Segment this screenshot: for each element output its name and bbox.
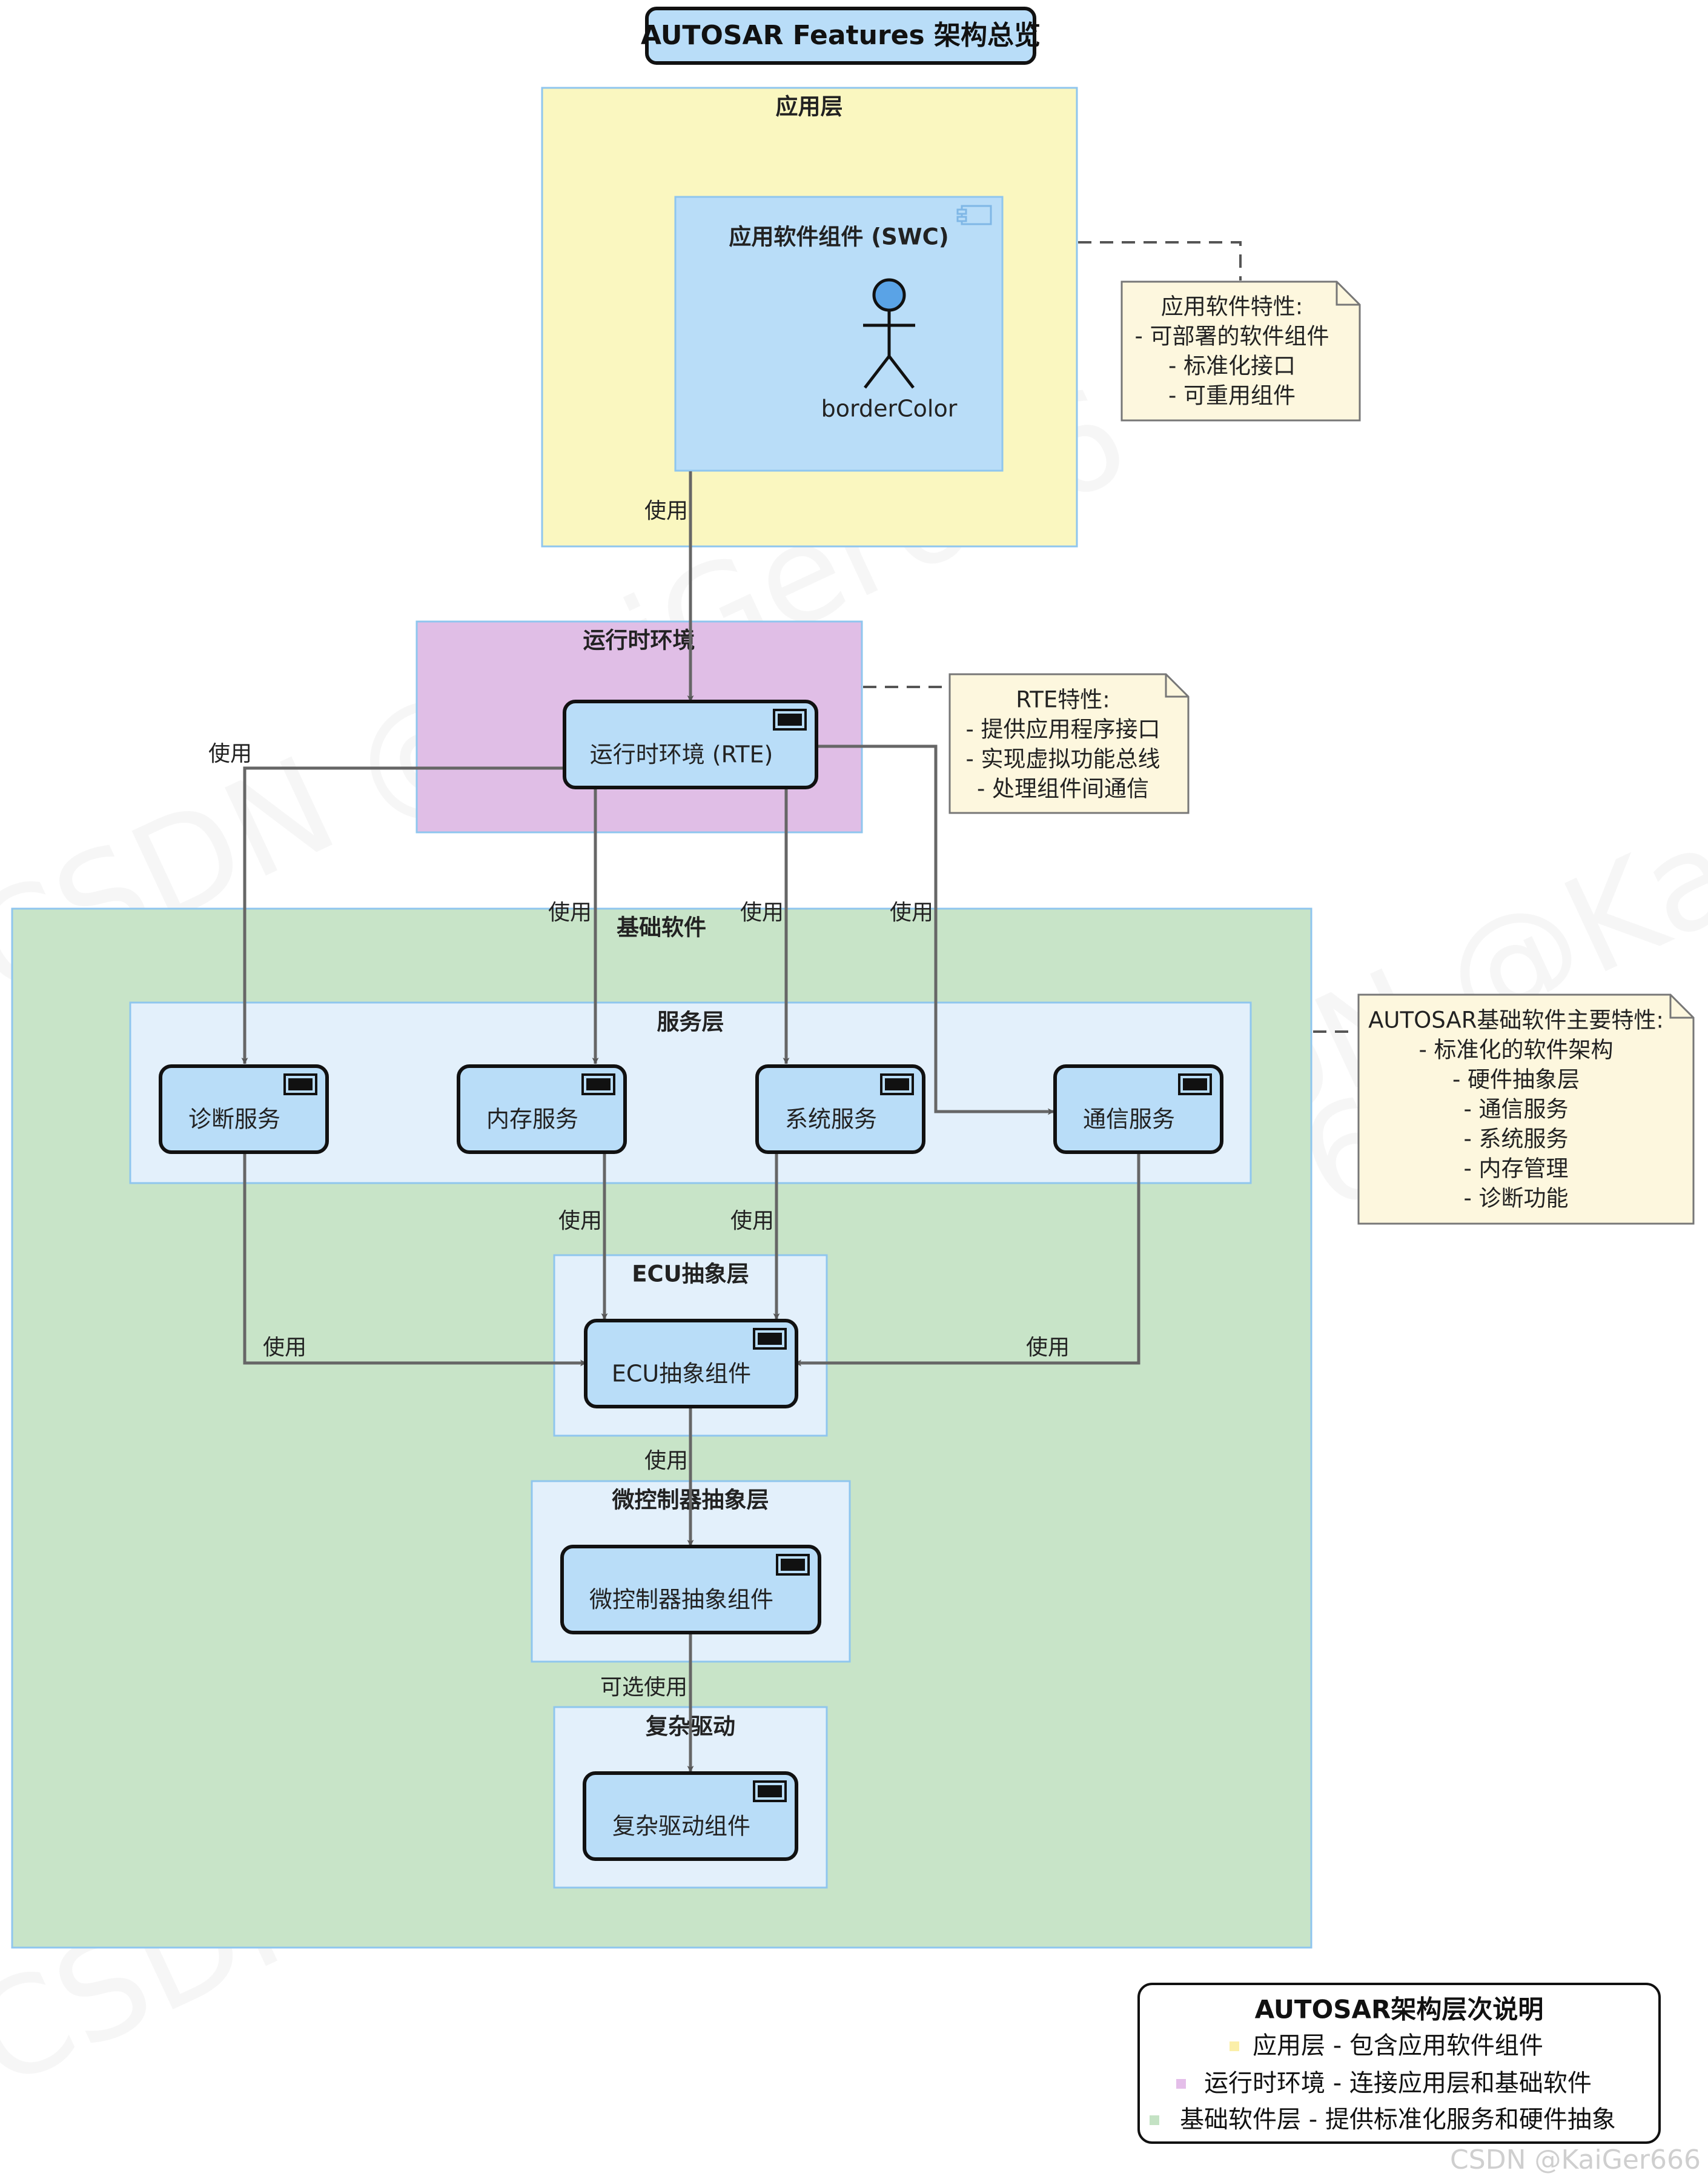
- component-icon: [880, 1073, 914, 1095]
- component-cdd[interactable]: 复杂驱动组件: [583, 1771, 798, 1861]
- actor-icon: [863, 278, 915, 389]
- bsw-label: 基础软件: [617, 915, 706, 941]
- component-icon: [753, 1780, 787, 1802]
- note-bsw-line: - 硬件抽象层: [1452, 1067, 1580, 1093]
- edge-label-swc-rte: 使用: [644, 499, 688, 523]
- component-stereotype-icon: [956, 205, 992, 225]
- component-label: 系统服务: [785, 1106, 877, 1133]
- component-ecu[interactable]: ECU抽象组件: [584, 1319, 798, 1408]
- edge-rte-diag: [241, 766, 595, 1064]
- component-com-service[interactable]: 通信服务: [1053, 1064, 1223, 1154]
- edge-label-com-ecu: 使用: [1026, 1335, 1070, 1360]
- edge-label-sys-ecu: 使用: [730, 1209, 774, 1233]
- legend-item-app: 应用层 - 包含应用软件组件: [1253, 2032, 1543, 2060]
- swc-package: [674, 196, 1004, 472]
- app-layer-label: 应用层: [776, 94, 843, 120]
- ecu-layer-label: ECU抽象层: [632, 1261, 749, 1287]
- component-rte[interactable]: 运行时环境 (RTE): [563, 700, 818, 789]
- note-rte-line: - 实现虚拟功能总线: [965, 746, 1160, 772]
- legend: AUTOSAR架构层次说明 应用层 - 包含应用软件组件 运行时环境 - 连接应…: [1137, 1983, 1661, 2144]
- edge-label-mcu-cdd: 可选使用: [600, 1675, 687, 1700]
- component-label: 通信服务: [1083, 1106, 1175, 1133]
- component-sys-service[interactable]: 系统服务: [755, 1064, 925, 1154]
- legend-item-bsw: 基础软件层 - 提供标准化服务和硬件抽象: [1180, 2106, 1616, 2134]
- diagram-title-text: AUTOSAR Features 架构总览: [641, 20, 1041, 51]
- component-label: 复杂驱动组件: [612, 1813, 750, 1840]
- edges: [241, 471, 1140, 1772]
- note-connectors: [863, 241, 1357, 1033]
- note-swc: 应用软件特性: - 可部署的软件组件 - 标准化接口 - 可重用组件: [1120, 280, 1361, 422]
- component-icon: [753, 1328, 787, 1350]
- legend-swatch-bsw: [1150, 2115, 1159, 2125]
- legend-title: AUTOSAR架构层次说明: [1255, 1995, 1544, 2024]
- actor-label: borderColor: [821, 396, 958, 422]
- diagram-title: AUTOSAR Features 架构总览: [641, 7, 1041, 65]
- component-icon: [283, 1073, 317, 1095]
- rte-layer-label: 运行时环境: [583, 628, 695, 654]
- edge-label-rte-mem: 使用: [548, 900, 592, 925]
- edge-diag-ecu: [243, 1154, 587, 1367]
- component-label: 诊断服务: [188, 1106, 280, 1133]
- note-bsw-line: - 通信服务: [1463, 1096, 1568, 1123]
- component-label: ECU抽象组件: [612, 1361, 751, 1387]
- note-bsw-line: AUTOSAR基础软件主要特性:: [1368, 1007, 1664, 1033]
- csdn-watermark: CSDN @KaiGer666: [1450, 2144, 1701, 2175]
- note-swc-line: - 可重用组件: [1168, 383, 1296, 409]
- note-bsw-line: - 系统服务: [1463, 1126, 1568, 1152]
- edge-rte-com: [816, 744, 1054, 1115]
- component-diag-service[interactable]: 诊断服务: [159, 1064, 329, 1154]
- note-swc-line: 应用软件特性:: [1161, 294, 1303, 320]
- component-icon: [776, 1554, 810, 1576]
- note-bsw-line: - 标准化的软件架构: [1418, 1037, 1613, 1063]
- component-icon: [581, 1073, 615, 1095]
- swc-note-connector: [1078, 241, 1242, 280]
- component-icon: [773, 709, 807, 731]
- edge-label-rte-sys: 使用: [740, 900, 784, 925]
- note-swc-line: - 可部署的软件组件: [1134, 323, 1329, 350]
- note-swc-line: - 标准化接口: [1168, 353, 1296, 379]
- swc-package-label: 应用软件组件 (SWC): [729, 224, 948, 250]
- edge-label-mem-ecu: 使用: [558, 1209, 602, 1233]
- edge-label-rte-diag: 使用: [208, 741, 252, 766]
- edge-label-ecu-mcu: 使用: [644, 1448, 688, 1473]
- service-layer-label: 服务层: [657, 1009, 724, 1035]
- edge-com-ecu: [795, 1154, 1140, 1367]
- note-bsw: AUTOSAR基础软件主要特性: - 标准化的软件架构 - 硬件抽象层 - 通信…: [1357, 993, 1695, 1225]
- legend-swatch-app: [1230, 2041, 1239, 2051]
- edge-labels: 使用 使用 使用 使用 使用 使用 使用 使用 使用 使用 可选使用: [208, 499, 1070, 1700]
- component-mcu[interactable]: 微控制器抽象组件: [560, 1545, 821, 1634]
- note-bsw-line: - 诊断功能: [1463, 1186, 1568, 1212]
- component-label: 内存服务: [486, 1106, 578, 1133]
- component-icon: [1178, 1073, 1212, 1095]
- legend-swatch-rte: [1176, 2079, 1186, 2089]
- component-mem-service[interactable]: 内存服务: [457, 1064, 627, 1154]
- note-rte-line: - 处理组件间通信: [977, 776, 1149, 802]
- legend-item-rte: 运行时环境 - 连接应用层和基础软件: [1204, 2069, 1592, 2097]
- component-label: 微控制器抽象组件: [589, 1587, 773, 1613]
- note-rte-line: - 提供应用程序接口: [965, 717, 1160, 743]
- note-bsw-line: - 内存管理: [1463, 1156, 1568, 1182]
- note-rte: RTE特性: - 提供应用程序接口 - 实现虚拟功能总线 - 处理组件间通信: [948, 673, 1190, 814]
- component-label: 运行时环境 (RTE): [590, 741, 773, 768]
- note-rte-line: RTE特性:: [1016, 687, 1110, 713]
- edge-label-rte-com: 使用: [890, 900, 933, 925]
- edge-label-diag-ecu: 使用: [263, 1335, 306, 1360]
